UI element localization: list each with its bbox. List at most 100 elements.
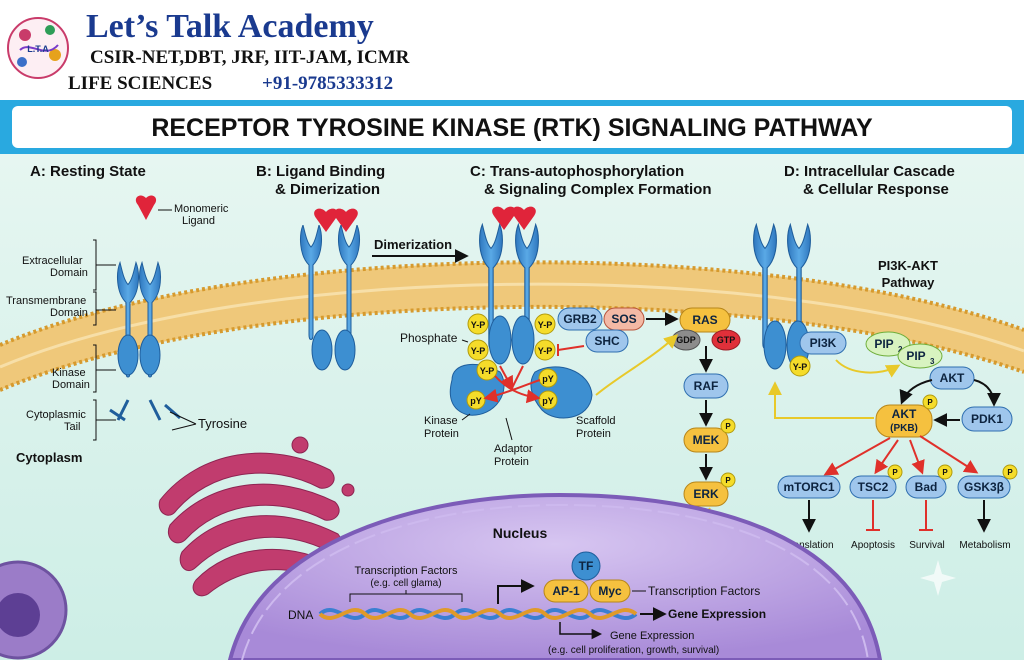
phospho-yp-5: Y-P (476, 359, 498, 381)
svg-text:MEK: MEK (693, 433, 720, 447)
panel-b: Dimerization (299, 208, 469, 371)
ligand-label-2: Ligand (182, 215, 215, 227)
dimer-ligand-c (492, 206, 536, 230)
node-raf: RAF (683, 373, 729, 399)
gene-expression-label: Gene Expression (668, 607, 766, 621)
svg-text:P: P (892, 468, 898, 477)
svg-text:GTP: GTP (717, 335, 736, 345)
svg-text:Myc: Myc (598, 584, 622, 598)
panel-c-title-1: C: Trans-autophosphorylation (470, 163, 684, 180)
svg-text:PIP: PIP (874, 337, 893, 351)
svg-text:GRB2: GRB2 (563, 312, 597, 326)
svg-text:P: P (1007, 468, 1013, 477)
panel-c: Y-P Y-P Y-P Y-P Phosphate Y-P pY (400, 206, 679, 468)
svg-text:PDK1: PDK1 (971, 412, 1003, 426)
cyto-tail-label-1: Cytoplasmic (26, 409, 86, 421)
node-tsc2: TSC2 P (849, 464, 903, 499)
pi3k-akt-label-2: Pathway (882, 275, 936, 290)
node-pip3: PIP 3 (897, 343, 943, 369)
svg-text:TF: TF (579, 559, 594, 573)
node-gtp: GTP (711, 329, 741, 351)
node-shc: SHC (585, 329, 629, 353)
header: L.T.A Let’s Talk Academy CSIR-NET,DBT, J… (0, 0, 1024, 100)
svg-text:P: P (942, 468, 948, 477)
nucleus: Nucleus Transcription Factors (e.g. cell… (227, 492, 883, 660)
svg-text:SHC: SHC (594, 334, 620, 348)
svg-text:3: 3 (930, 357, 935, 366)
phosphate-label: Phosphate (400, 331, 458, 345)
academy-name: Let’s Talk Academy (86, 8, 374, 45)
node-ap1: AP-1 (543, 579, 589, 603)
panel-a-title: A: Resting State (30, 163, 146, 180)
svg-text:Y-P: Y-P (480, 366, 495, 376)
svg-text:ERK: ERK (693, 487, 719, 501)
panel-d-title-1: D: Intracellular Cascade (784, 163, 955, 180)
svg-text:Y-P: Y-P (538, 346, 553, 356)
cyto-tail-label-2: Tail (64, 421, 81, 433)
svg-text:Y-P: Y-P (471, 346, 486, 356)
phospho-yp-1: Y-P (467, 313, 489, 335)
outcome-apoptosis: Apoptosis (851, 540, 895, 551)
ligand-label-1: Monomeric (174, 203, 229, 215)
gene-expression-eg: (e.g. cell proliferation, growth, surviv… (548, 645, 719, 656)
svg-text:RAS: RAS (692, 313, 717, 327)
cytoplasm-label: Cytoplasm (16, 450, 82, 465)
node-mek: MEK P (683, 418, 736, 453)
py-2: pY (538, 368, 558, 388)
scaffold-protein-label-2: Protein (576, 428, 611, 440)
svg-text:pY: pY (542, 396, 554, 406)
dimerization-label: Dimerization (374, 237, 452, 252)
panel-b-title-2: & Dimerization (275, 181, 380, 198)
phospho-yp-d: Y-P (789, 355, 811, 377)
kinase-protein-label-2: Protein (424, 428, 459, 440)
node-sos: SOS (603, 307, 645, 331)
svg-text:Y-P: Y-P (471, 320, 486, 330)
tyrosine-label: Tyrosine (198, 416, 247, 431)
tf-label-1: Transcription Factors (355, 565, 458, 577)
nucleus-label: Nucleus (493, 525, 548, 541)
title-banner: RECEPTOR TYROSINE KINASE (RTK) SIGNALING… (0, 100, 1024, 154)
gene-expression-label-2: Gene Expression (610, 630, 694, 642)
node-mtorc1: mTORC1 (777, 475, 841, 499)
organelle-bottom-left (0, 560, 68, 660)
kinase-domain-label-2: Domain (52, 379, 90, 391)
svg-text:GDP: GDP (676, 335, 696, 345)
svg-text:Bad: Bad (915, 480, 938, 494)
tf-right-label: Transcription Factors (648, 584, 760, 598)
panel-d: Y-P PI3K-AKT Pathway PI3K PIP 2 PIP 3 AK… (753, 223, 1018, 551)
subject-line: LIFE SCIENCES (68, 73, 212, 94)
extracellular-label-2: Domain (50, 267, 88, 279)
svg-text:P: P (725, 476, 731, 485)
node-erk: ERK P (683, 472, 736, 507)
svg-text:TSC2: TSC2 (858, 480, 889, 494)
node-bad: Bad P (905, 464, 953, 499)
svg-text:AKT: AKT (892, 407, 917, 421)
outcome-translation: Translation (784, 540, 833, 551)
adaptor-protein-label-1: Adaptor (494, 443, 533, 455)
node-akt: AKT (929, 366, 975, 390)
node-gdp: GDP (671, 329, 701, 351)
phospho-yp-4: Y-P (534, 339, 556, 361)
svg-text:GSK3β: GSK3β (964, 480, 1004, 494)
phospho-yp-3: Y-P (534, 313, 556, 335)
monomeric-ligand (135, 195, 157, 220)
svg-text:pY: pY (470, 396, 482, 406)
panel-c-title-2: & Signaling Complex Formation (484, 181, 712, 198)
mapk-cascade: RAS GDP GTP RAF MEK P ERK P (595, 307, 741, 580)
transmembrane-label-1: Transmembrane (6, 295, 86, 307)
py-1: pY (466, 390, 486, 410)
scaffold-protein-label-1: Scaffold (576, 415, 616, 427)
diagram-title: RECEPTOR TYROSINE KINASE (RTK) SIGNALING… (151, 114, 873, 142)
svg-text:mTORC1: mTORC1 (783, 480, 834, 494)
cell-membrane (0, 260, 1024, 392)
kinase-domain-label-1: Kinase (52, 367, 86, 379)
svg-text:AKT: AKT (940, 371, 965, 385)
node-gsk3b: GSK3β P (957, 464, 1018, 499)
svg-text:RAF: RAF (694, 379, 719, 393)
node-grb2: GRB2 (557, 307, 603, 331)
logo-text: L.T.A (27, 44, 49, 54)
svg-text:PIP: PIP (906, 349, 925, 363)
adaptor-protein-label-2: Protein (494, 456, 529, 468)
